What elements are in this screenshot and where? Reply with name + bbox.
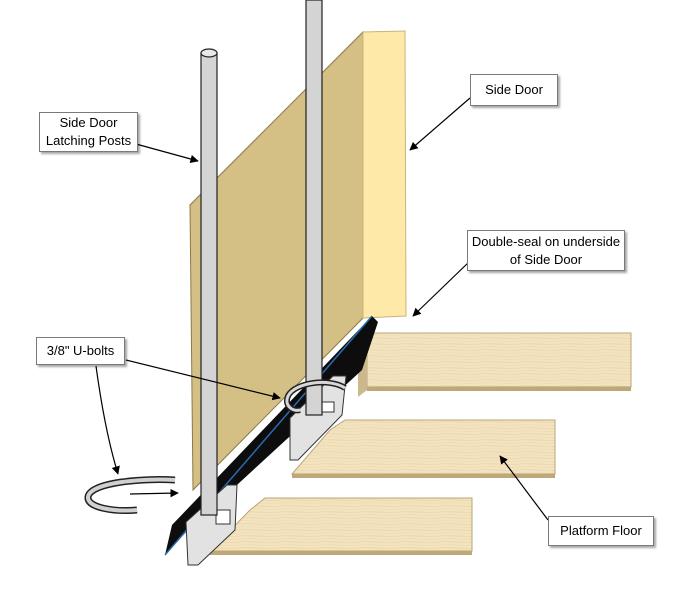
- latching-posts-label: Side Door Latching Posts: [39, 112, 138, 152]
- arrow-u-bolt-ring: [129, 488, 179, 498]
- latching-posts-label-line1: Side Door: [59, 115, 118, 130]
- side-door-label: Side Door: [470, 74, 558, 106]
- leader-arrows: [95, 97, 549, 521]
- arrow-side-door: [409, 97, 471, 151]
- latching-post-front-cap: [200, 48, 218, 58]
- latching-post-rear: [305, 0, 323, 416]
- bracket-front-slot: [215, 509, 231, 525]
- arrow-latching-posts: [135, 143, 199, 164]
- arrow-u-bolt-rear: [125, 359, 281, 401]
- plank-3-top: [208, 497, 473, 552]
- u-bolt-brackets: [185, 375, 347, 566]
- latching-post-front: [200, 52, 218, 516]
- platform-floor-planks: [208, 332, 632, 555]
- latching-posts-label-line2: Latching Posts: [45, 133, 132, 148]
- u-bolt-rings: [84, 379, 347, 514]
- arrow-platform-floor: [499, 455, 549, 521]
- bracket-rear: [289, 375, 347, 461]
- bracket-front: [185, 484, 238, 566]
- latching-posts: [200, 0, 323, 516]
- plank-2-bottom: [292, 474, 555, 478]
- arrow-double-seal: [412, 260, 471, 317]
- u-bolts-label: 3/8" U-bolts: [36, 337, 125, 365]
- side-door-edge: [362, 30, 407, 319]
- double-seal-label: Double-seal on underside of Side Door: [467, 230, 625, 271]
- plank-3-bottom: [210, 551, 472, 555]
- platform-floor-label: Platform Floor: [548, 516, 654, 546]
- plank-1-top: [366, 332, 632, 388]
- double-seal-label-line1: Double-seal on underside: [471, 233, 621, 249]
- double-seal-label-line2: of Side Door: [509, 251, 583, 267]
- arrow-u-bolt-front: [95, 365, 120, 475]
- plank-1-bottom: [367, 387, 631, 391]
- plank-2-top: [290, 419, 556, 475]
